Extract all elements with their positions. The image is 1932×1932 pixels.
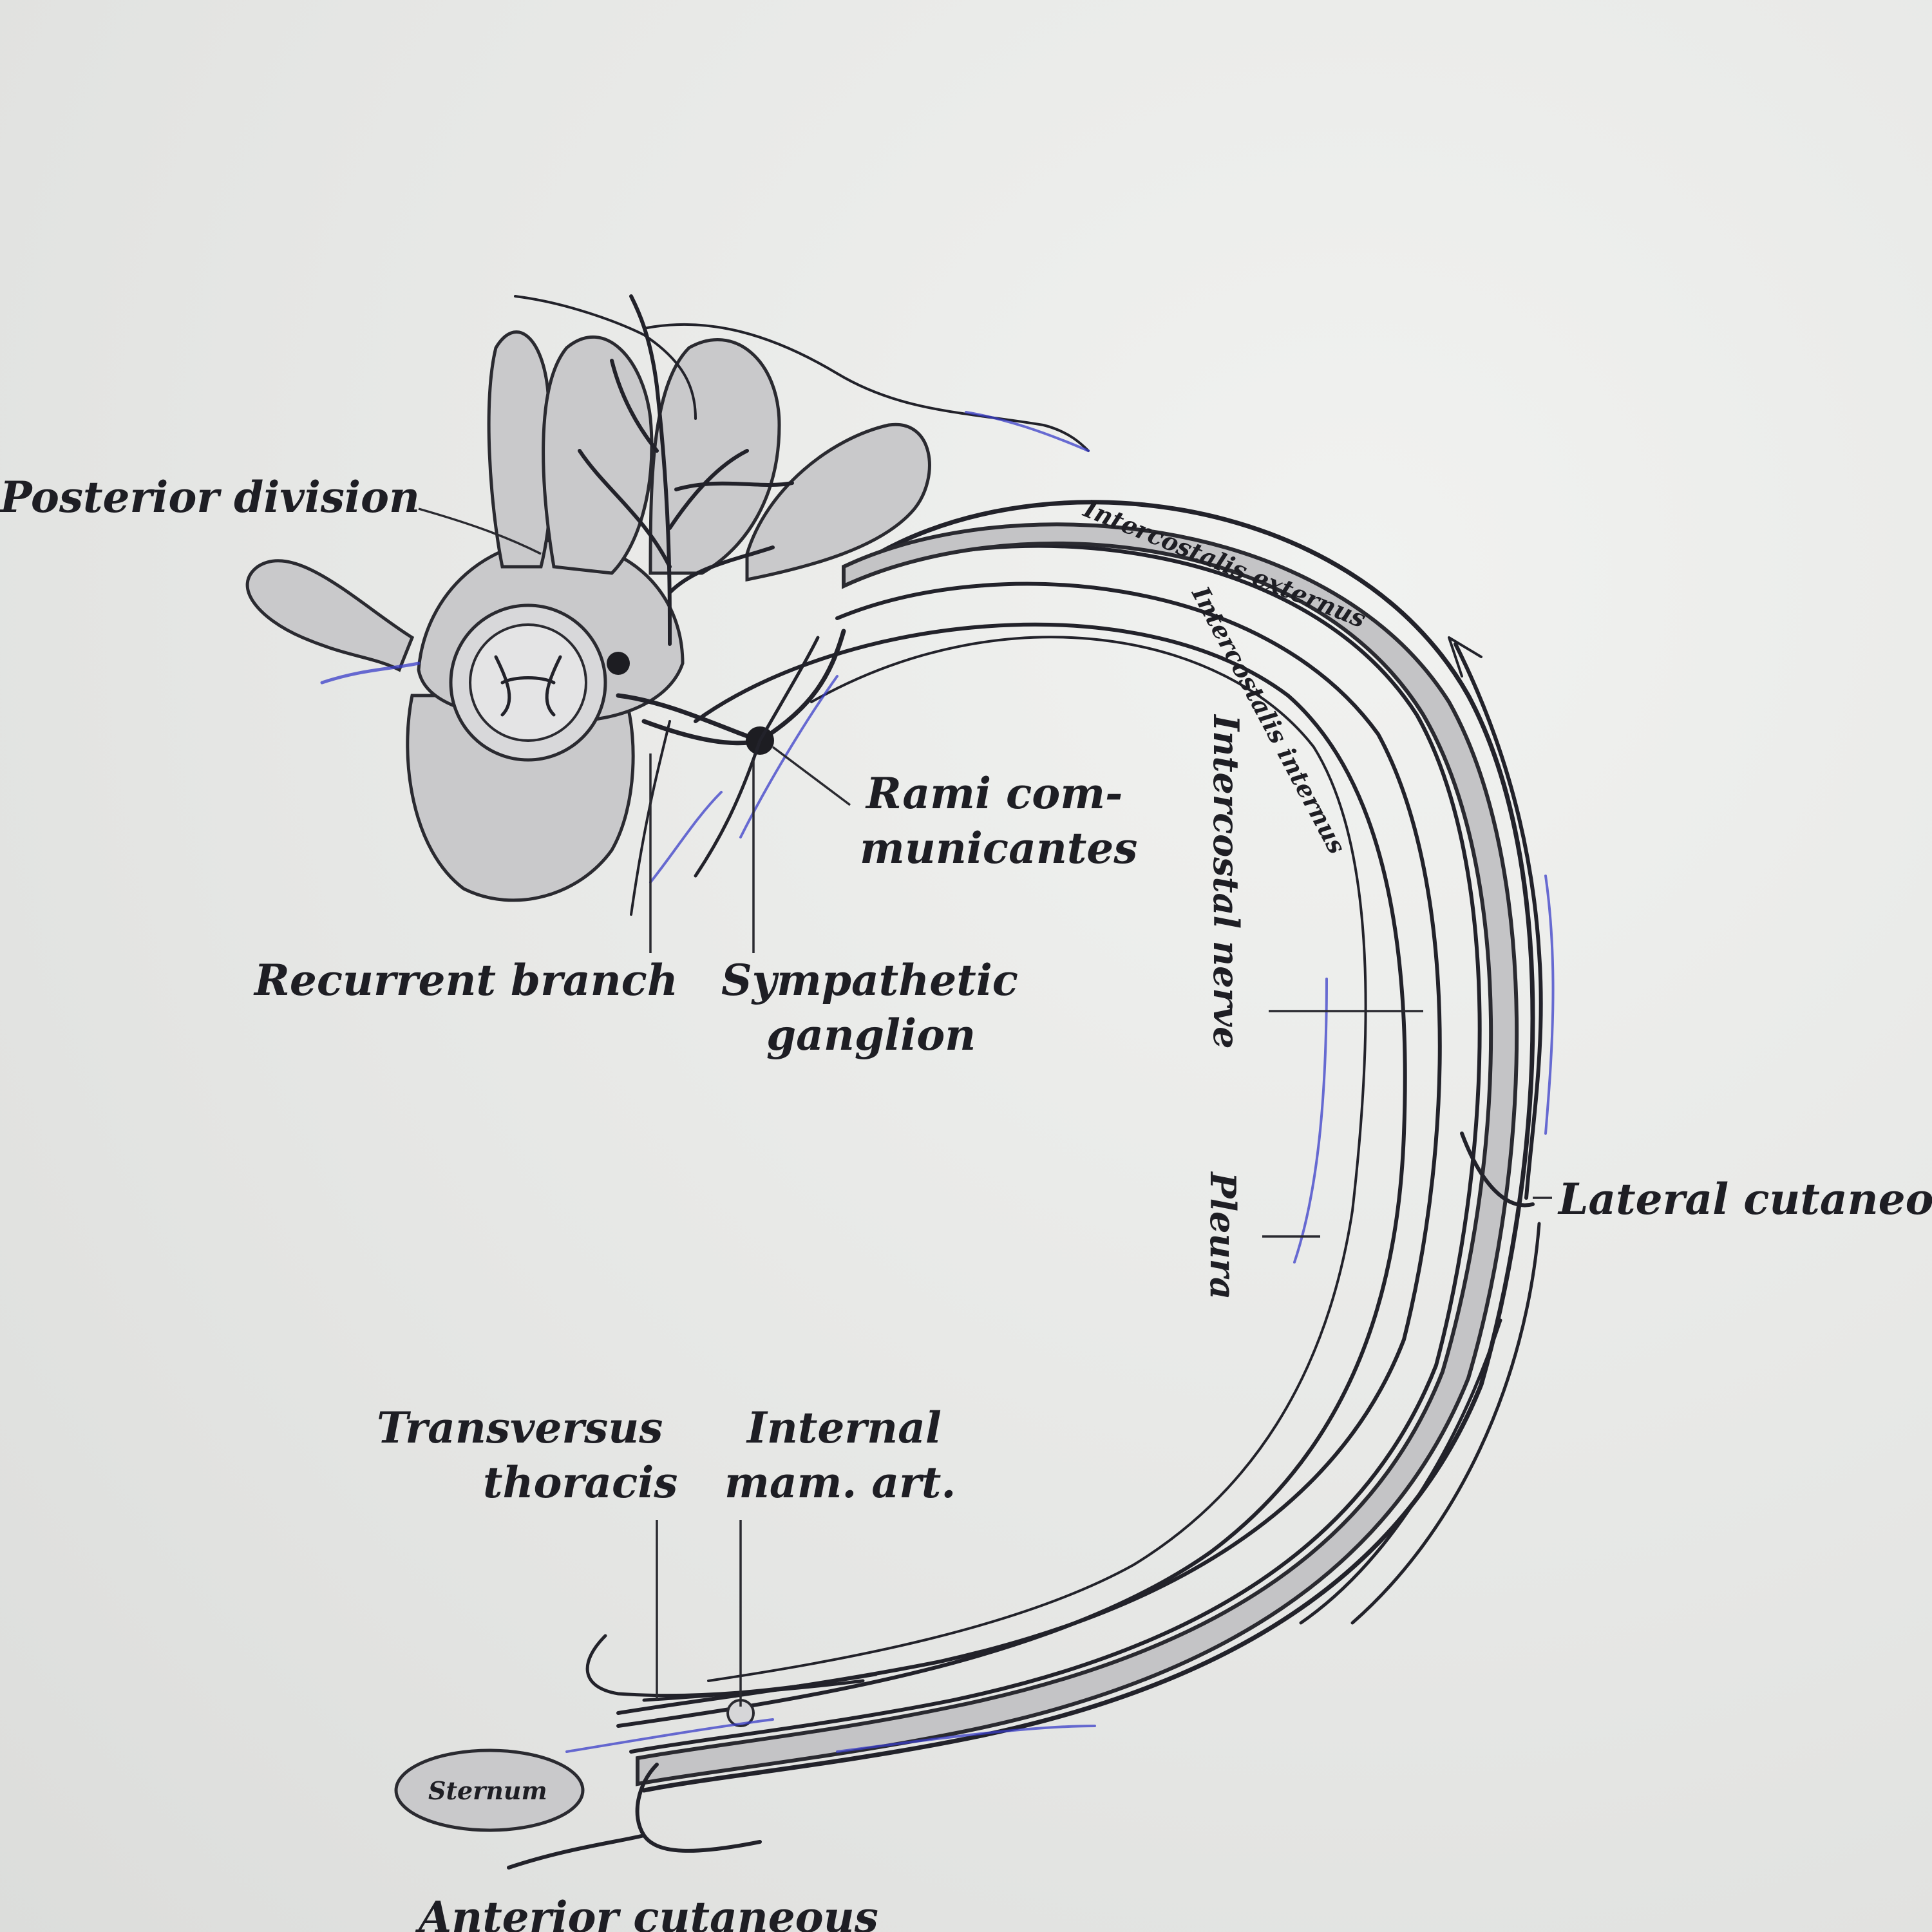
label-transversus-thoracis-line1: Transversus: [377, 1403, 663, 1453]
rib: [638, 524, 1517, 1784]
label-posterior-division: Posterior division: [0, 472, 420, 522]
label-pleura: Pleura: [1202, 1171, 1244, 1300]
pencil-mark-2: [966, 412, 1088, 451]
spinal-cord: [470, 625, 586, 741]
label-transversus-thoracis-line2: thoracis: [483, 1457, 677, 1508]
pencil-mark-6: [1546, 876, 1553, 1133]
spinal-ganglion: [607, 652, 630, 675]
sympathetic-chain: [696, 638, 818, 876]
label-sympathetic-ganglion-line1: Sympathetic: [721, 955, 1018, 1005]
pencil-mark-4: [650, 792, 721, 882]
label-intercostal-nerve: Intercostal nerve: [1206, 714, 1247, 1049]
label-anterior-cutaneous: Anterior cutaneous: [415, 1892, 878, 1932]
leader-rami: [773, 747, 850, 805]
label-internal-mam-art-line1: Internal: [746, 1403, 942, 1453]
pencil-mark-5: [1294, 979, 1327, 1262]
label-recurrent-branch: Recurrent branch: [253, 955, 678, 1005]
spinous-process-mid: [544, 337, 652, 573]
label-lateral-cutaneous: Lateral cutaneous: [1557, 1174, 1932, 1224]
label-sympathetic-ganglion-line2: ganglion: [766, 1010, 976, 1060]
label-rami-communicantes-line1: Rami com-: [865, 768, 1122, 819]
transverse-process: [247, 561, 412, 670]
intercostalis-externus-outer: [644, 502, 1533, 1790]
label-sternum: Sternum: [428, 1776, 547, 1805]
rib-and-muscles: [618, 502, 1541, 1790]
pencil-mark-1: [322, 663, 419, 683]
label-internal-mam-art-line2: mam. art.: [724, 1457, 956, 1508]
label-rami-communicantes-line2: municantes: [860, 823, 1137, 873]
